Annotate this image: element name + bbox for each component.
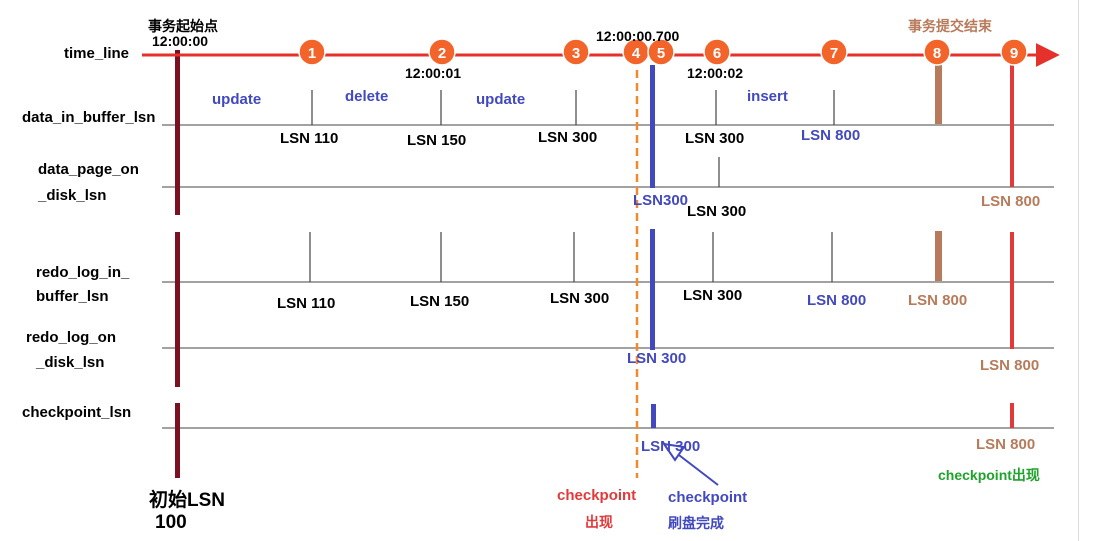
red-bar-top	[1010, 65, 1014, 187]
marker-circle-3	[562, 38, 590, 66]
rb-lsn-300a: LSN 300	[550, 290, 609, 307]
initial-bar-mid	[175, 232, 180, 387]
marker-7: 7	[820, 38, 848, 66]
label-data-in-buffer: data_in_buffer_lsn	[22, 109, 155, 126]
label-redo-buffer-1: redo_log_in_	[36, 264, 130, 281]
rb-lsn-150: LSN 150	[410, 293, 469, 310]
time-12-00-01: 12:00:01	[405, 65, 461, 81]
marker-number-4: 4	[632, 45, 641, 62]
checkpoint-flush-sub: 刷盘完成	[668, 515, 724, 531]
marker-number-3: 3	[572, 45, 580, 62]
op-update-2: update	[476, 91, 525, 108]
cp-lsn-800: LSN 800	[976, 436, 1035, 453]
marker-number-5: 5	[657, 45, 665, 62]
cp-lsn-300: LSN 300	[641, 438, 700, 455]
label-redo-disk-2: _disk_lsn	[35, 354, 104, 371]
dpd-lsn-300: LSN 300	[687, 203, 746, 220]
dpd-lsn-800: LSN 800	[981, 193, 1040, 210]
rd-lsn-800: LSN 800	[980, 357, 1039, 374]
flush-pointer-arrowhead	[661, 442, 686, 462]
checkpoint-appear-label: checkpoint	[557, 487, 636, 504]
rb-lsn-300b: LSN 300	[683, 287, 742, 304]
right-edge-divider	[1078, 0, 1079, 541]
flush-bar-top	[650, 65, 655, 188]
marker-3: 3	[562, 38, 590, 66]
marker-number-7: 7	[830, 45, 838, 62]
rb-lsn-800-blue: LSN 800	[807, 292, 866, 309]
marker-1: 1	[298, 38, 326, 66]
marker-circle-7	[820, 38, 848, 66]
flush-bar-mid	[650, 229, 655, 350]
time-12-00-02: 12:00:02	[687, 65, 743, 81]
marker-number-8: 8	[933, 45, 941, 62]
label-time-line: time_line	[64, 45, 129, 62]
marker-circle-8	[923, 38, 951, 66]
op-insert: insert	[747, 88, 788, 105]
marker-circle-1	[298, 38, 326, 66]
commit-title: 事务提交结束	[908, 18, 993, 34]
marker-number-9: 9	[1010, 45, 1018, 62]
commit-bar-dib	[935, 65, 942, 124]
checkpoint-appear-sub: 出现	[585, 514, 613, 530]
flush-bar-checkpoint	[651, 404, 656, 428]
marker-circle-5	[647, 38, 675, 66]
marker-circle-9	[1000, 38, 1028, 66]
rb-lsn-800-brown: LSN 800	[908, 292, 967, 309]
initial-bar-bottom	[175, 403, 180, 478]
rd-lsn-300: LSN 300	[627, 350, 686, 367]
marker-6: 6	[703, 38, 731, 66]
label-redo-disk-1: redo_log_on	[26, 329, 116, 346]
marker-circle-6	[703, 38, 731, 66]
initial-bar-top	[175, 50, 180, 215]
dib-lsn-300b: LSN 300	[685, 130, 744, 147]
initial-lsn-label: 初始LSN	[149, 488, 225, 511]
initial-lsn-value: 100	[155, 512, 187, 533]
label-redo-buffer-2: buffer_lsn	[36, 288, 109, 305]
time-12-00-00-700: 12:00:00.700	[596, 28, 680, 44]
label-data-page-on-disk: _disk_lsn	[37, 187, 106, 204]
flush-pointer-arrow	[674, 451, 719, 486]
commit-bar-rb	[935, 231, 942, 281]
marker-9: 9	[1000, 38, 1028, 66]
red-bar-mid	[1010, 232, 1014, 349]
marker-4: 4	[622, 38, 650, 66]
op-update-1: update	[212, 91, 261, 108]
checkpoint-flush-label: checkpoint	[668, 489, 747, 506]
start-time: 12:00:00	[152, 33, 208, 49]
dib-lsn-110: LSN 110	[280, 130, 338, 147]
dib-lsn-800: LSN 800	[801, 127, 860, 144]
marker-5: 5	[647, 38, 675, 66]
label-data-page-on: data_page_on	[38, 161, 139, 178]
op-delete: delete	[345, 88, 388, 105]
dpd-lsn-300-blue: LSN300	[633, 192, 688, 209]
start-title: 事务起始点	[148, 18, 218, 34]
dib-lsn-300a: LSN 300	[538, 129, 597, 146]
marker-number-6: 6	[713, 45, 721, 62]
checkpoint-appear-green: checkpoint出现	[938, 467, 1040, 483]
marker-number-2: 2	[438, 45, 446, 62]
marker-8: 8	[923, 38, 951, 66]
marker-number-1: 1	[308, 45, 316, 62]
marker-2: 2	[428, 38, 456, 66]
marker-circle-2	[428, 38, 456, 66]
red-bar-checkpoint	[1010, 403, 1014, 428]
dib-lsn-150: LSN 150	[407, 132, 466, 149]
rb-lsn-110: LSN 110	[277, 295, 335, 312]
label-checkpoint: checkpoint_lsn	[22, 404, 131, 421]
